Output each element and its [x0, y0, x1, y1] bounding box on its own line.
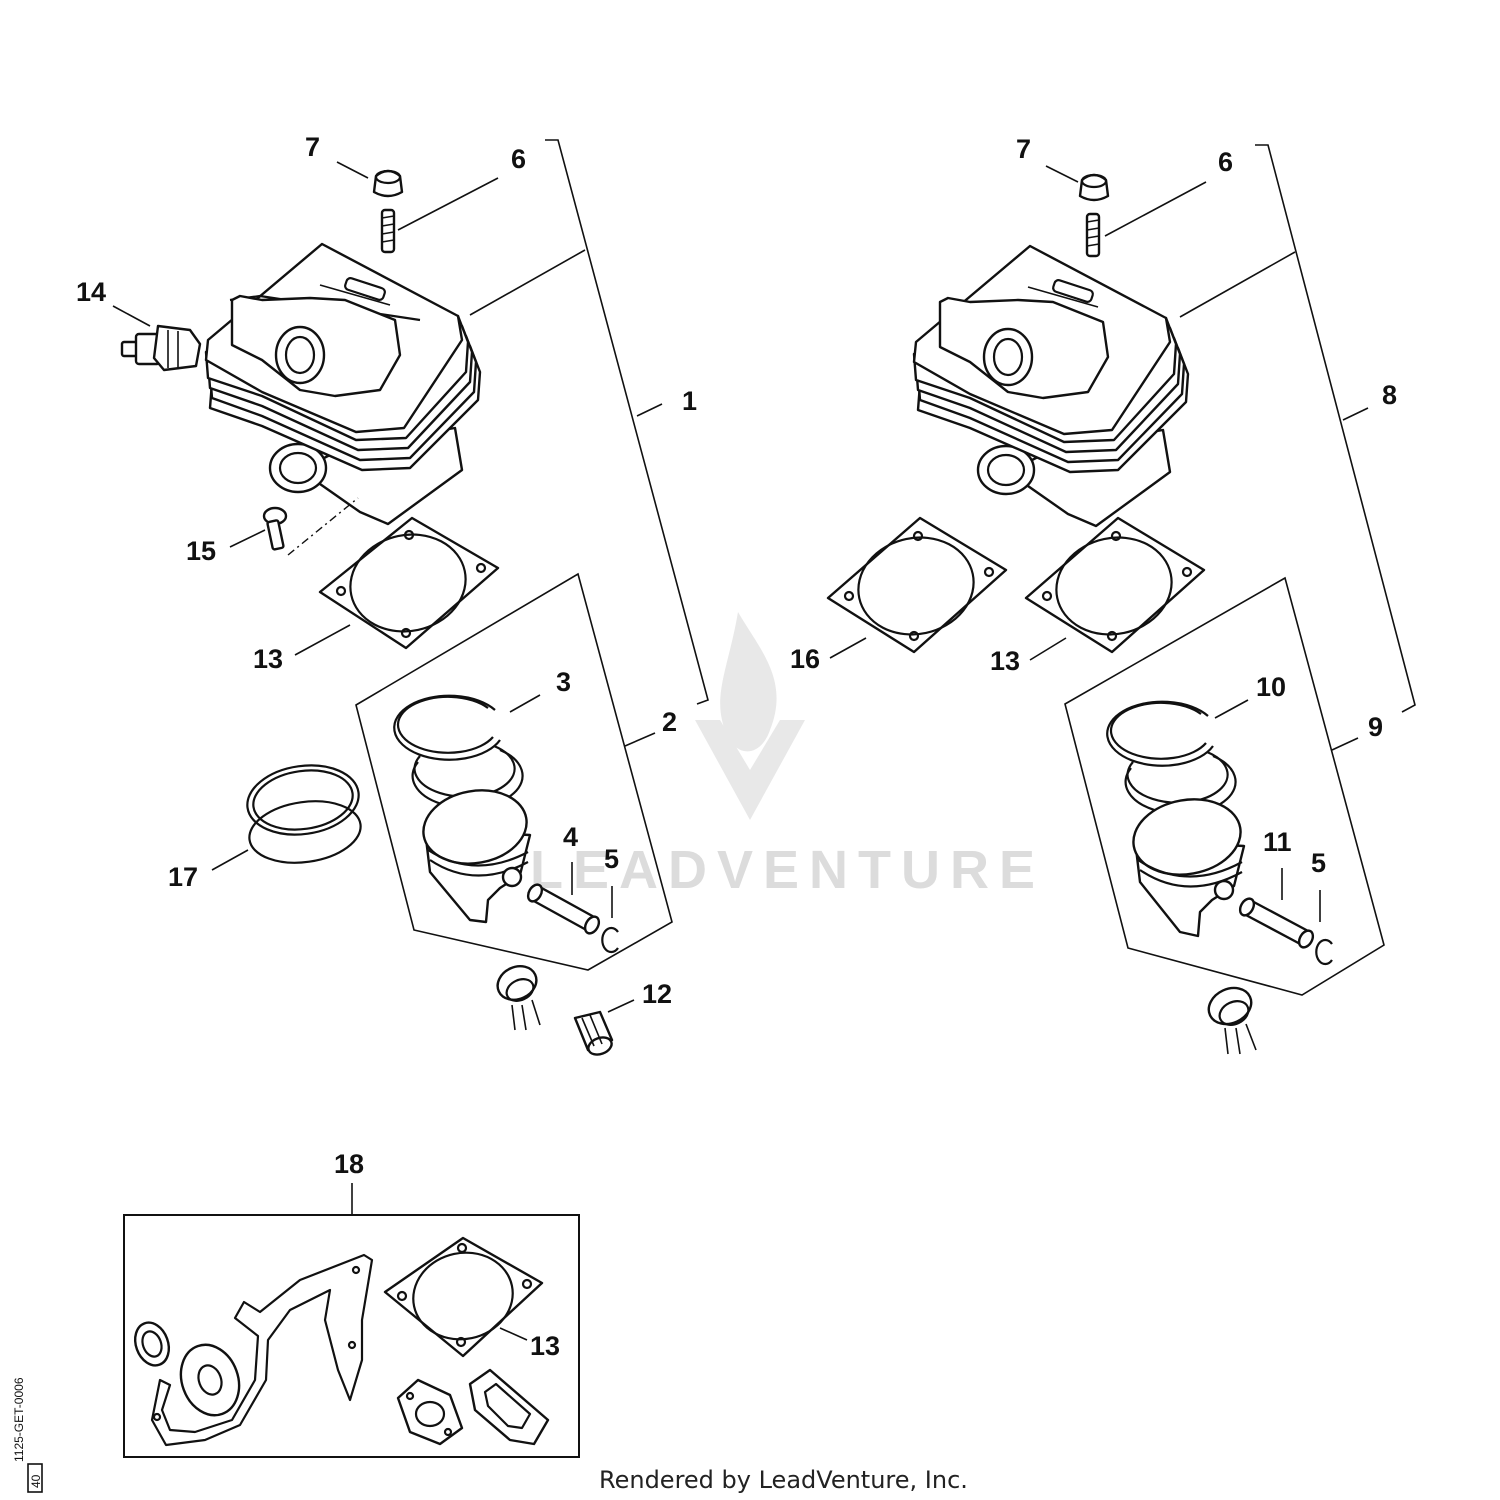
oil-seal[interactable] [129, 1318, 174, 1370]
cylinder-right[interactable] [912, 244, 1190, 528]
cylinder-left[interactable] [204, 242, 482, 526]
cylinder-cap-7-right[interactable] [1078, 173, 1110, 202]
watermark-logo: LEADVENTURE [530, 612, 1045, 900]
needle-cage-12[interactable] [573, 1010, 614, 1058]
gasket-13-kit[interactable] [383, 1236, 544, 1358]
diagram-code-block: 1125-GET-0006 40 [12, 1377, 43, 1493]
diagram-page: 40 [29, 1474, 43, 1488]
callout-13-left: 13 [253, 644, 283, 674]
callout-3: 3 [556, 667, 571, 697]
spark-plug-14[interactable] [120, 324, 202, 372]
footer-rendered-by: Rendered by LeadVenture, Inc. [599, 1466, 968, 1494]
callout-11: 11 [1263, 827, 1292, 857]
callout-16: 16 [790, 644, 820, 674]
piston-pin-4-left[interactable] [525, 882, 601, 936]
piston-kit-outline-9 [1064, 576, 1385, 996]
gasket-kit-18: 18 13 [123, 1149, 580, 1458]
cylinder-cap-7-left[interactable] [372, 169, 404, 198]
muffler-gasket[interactable] [468, 1368, 550, 1446]
callout-14: 14 [76, 277, 106, 307]
bracket-8 [1255, 144, 1416, 713]
callout-12: 12 [642, 979, 672, 1009]
gasket-kit-box [123, 1214, 580, 1458]
callout-10: 10 [1256, 672, 1286, 702]
piston-left[interactable] [418, 783, 533, 924]
piston-rings-17[interactable] [243, 759, 365, 870]
callout-9: 9 [1368, 712, 1383, 742]
callout-6-left: 6 [511, 144, 526, 174]
callout-13-right: 13 [990, 646, 1020, 676]
crankcase-gasket[interactable] [150, 1253, 374, 1447]
bearing-right[interactable] [1203, 981, 1257, 1055]
stud-6-right[interactable] [1085, 212, 1101, 258]
callout-7-left: 7 [305, 132, 320, 162]
screw-15[interactable] [262, 506, 288, 551]
piston-rings-10[interactable] [1106, 700, 1237, 815]
piston-kit-outline-2 [355, 572, 673, 971]
watermark-text: LEADVENTURE [530, 840, 1045, 900]
gasket-13-right[interactable] [1024, 516, 1206, 654]
bearing-left[interactable] [492, 960, 542, 1031]
stud-6-left[interactable] [380, 208, 396, 254]
gasket-13-left[interactable] [318, 516, 500, 650]
piston-rings-3-left[interactable] [393, 694, 524, 809]
callout-18: 18 [334, 1149, 364, 1179]
bracket-1 [545, 139, 709, 705]
right-assembly: 7 6 8 16 13 10 9 11 5 [790, 134, 1416, 1055]
circlip-5-left[interactable] [601, 926, 619, 954]
piston-right[interactable] [1127, 791, 1246, 938]
callout-5-left: 5 [604, 844, 619, 874]
callout-15: 15 [186, 536, 216, 566]
callout-1: 1 [682, 386, 697, 416]
callout-17: 17 [168, 862, 198, 892]
gasket-16[interactable] [826, 516, 1008, 654]
washer[interactable] [171, 1337, 248, 1424]
diagram-code: 1125-GET-0006 [12, 1377, 26, 1462]
circlip-5-right[interactable] [1315, 938, 1333, 966]
callout-2: 2 [662, 707, 677, 737]
callout-13-kit: 13 [530, 1331, 560, 1361]
callout-6-right: 6 [1218, 147, 1233, 177]
callout-4: 4 [563, 822, 578, 852]
piston-pin-11[interactable] [1237, 896, 1315, 950]
left-assembly: 7 6 14 1 15 13 3 2 17 4 5 12 [76, 132, 709, 1058]
callout-5-right: 5 [1311, 848, 1326, 878]
callout-8: 8 [1382, 380, 1397, 410]
carburetor-gasket[interactable] [396, 1378, 464, 1446]
callout-7-right: 7 [1016, 134, 1031, 164]
